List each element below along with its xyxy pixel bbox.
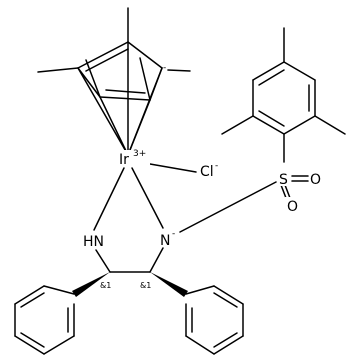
iridium-charge: 3+ (133, 149, 146, 159)
cp-ring-bond (127, 41, 163, 69)
ir-n-bond (131, 167, 164, 229)
cp-methyl-left (37, 67, 79, 73)
oxygen-label: O (310, 172, 321, 188)
cp-anion-charge: - (163, 63, 166, 73)
cp-ring-bond (77, 67, 101, 98)
amide-n-label: N (160, 233, 170, 249)
mesityl-methyl-ortho (221, 115, 254, 135)
cp-ring-bond (99, 96, 151, 101)
stereo-label-right: &1 (140, 281, 151, 290)
ir-cp-coordination (77, 41, 163, 156)
diamine-backbone (72, 247, 188, 297)
cp-methyl-back-left (85, 59, 101, 98)
stereo-label-left: &1 (100, 281, 111, 290)
mesityl-methyl-ortho (314, 115, 346, 135)
sulfonyl-group (179, 175, 309, 233)
atom-labels: Ir 3+ Cl - S O O HN N - - &1 &1 (82, 63, 323, 290)
amide-n-charge: - (172, 229, 175, 239)
mesityl-ring (221, 27, 346, 163)
phenyl-left (14, 285, 75, 355)
cp-star-ring (37, 7, 191, 101)
wedge-bond (150, 272, 188, 297)
cp-ring-double (85, 48, 129, 72)
ir-nh-bond (93, 167, 125, 231)
s-n-bond (179, 181, 277, 233)
ir-cl-bond (149, 163, 197, 173)
oxygen-label: O (287, 199, 298, 215)
cp-ring-bond (77, 41, 129, 69)
chloride-label: Cl (200, 164, 214, 180)
cp-methyl-back-right (139, 57, 151, 101)
cp-ring-double (105, 89, 146, 94)
ir-ligand-bonds (93, 163, 197, 231)
wedge-bond (72, 272, 110, 297)
amine-nh-label: HN (83, 234, 104, 250)
sulfur-label: S (279, 172, 288, 188)
iridium-label: Ir (119, 152, 129, 168)
cp-methyl-right (167, 69, 191, 72)
phenyl-right (185, 285, 244, 355)
chloride-charge: - (215, 161, 218, 171)
